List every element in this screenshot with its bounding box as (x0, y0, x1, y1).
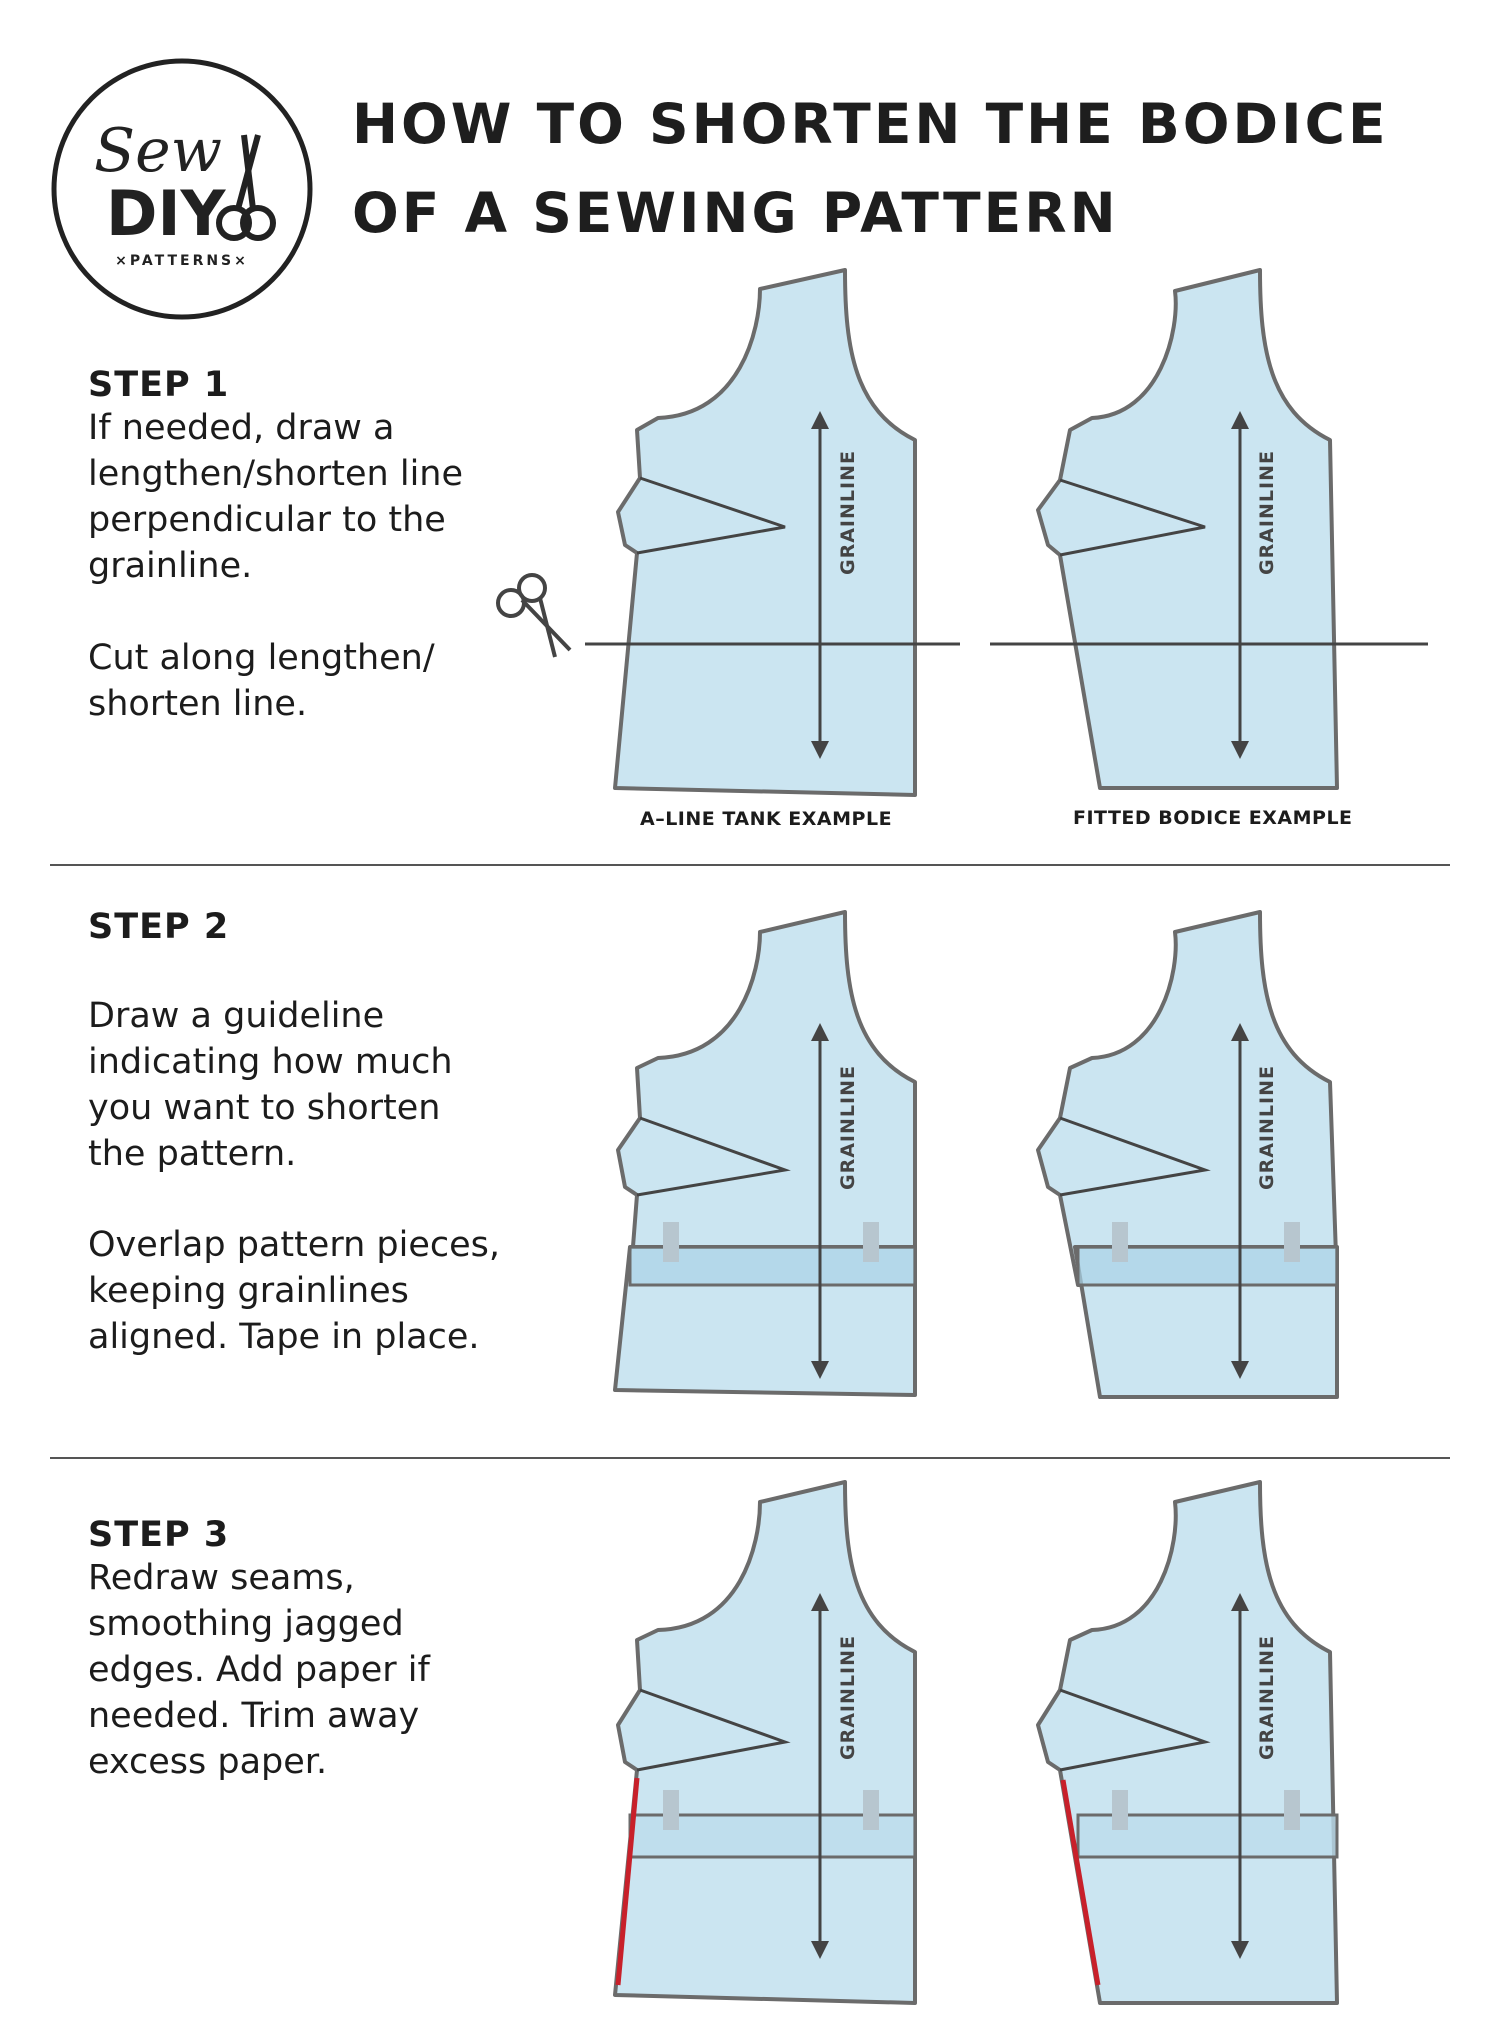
caption-fitted-bodice: FITTED BODICE EXAMPLE (1073, 807, 1353, 829)
section-divider (50, 864, 1450, 866)
fitted-pattern-step-1: GRAINLINE (990, 268, 1428, 790)
step-1-text: If needed, draw a lengthen/shorten line … (88, 408, 464, 586)
sew-diy-logo: Sew DIY ×PATTERNS× (51, 58, 313, 320)
logo-sub-text: ×PATTERNS× (115, 253, 249, 269)
fitted-pattern-step-3: GRAINLINE (1036, 1480, 1339, 2005)
logo-script-text: Sew (94, 116, 222, 186)
grainline-label: GRAINLINE (1256, 1635, 1278, 1760)
logo-main-text: DIY (106, 177, 227, 250)
section-divider (50, 1457, 1450, 1459)
aline-pattern-step-2: GRAINLINE (613, 910, 917, 1397)
step-3-text: Redraw seams, smoothing jagged edges. Ad… (88, 1558, 430, 1782)
grainline-label: GRAINLINE (837, 1635, 859, 1760)
scissors-icon (216, 134, 276, 241)
page-title-line-1: HOW TO SHORTEN THE BODICE (352, 92, 1389, 156)
step-1-text-2: Cut along lengthen/ shorten line. (88, 638, 435, 724)
aline-pattern-step-3: GRAINLINE (613, 1480, 917, 2005)
step-2-heading: STEP 2 (88, 907, 230, 947)
step-1-heading: STEP 1 (88, 365, 230, 405)
page-title-line-2: OF A SEWING PATTERN (352, 181, 1119, 245)
grainline-label: GRAINLINE (1256, 1065, 1278, 1190)
aline-pattern-step-1: GRAINLINE (585, 268, 960, 797)
step-2-text: Draw a guideline indicating how much you… (88, 996, 453, 1174)
fitted-pattern-step-2: GRAINLINE (1036, 910, 1339, 1399)
grainline-label: GRAINLINE (837, 450, 859, 575)
scissors-icon (496, 573, 572, 658)
step-2-text-2: Overlap pattern pieces, keeping grainlin… (88, 1225, 501, 1357)
grainline-label: GRAINLINE (1256, 450, 1278, 575)
step-3-heading: STEP 3 (88, 1515, 230, 1555)
caption-aline-tank: A–LINE TANK EXAMPLE (640, 808, 893, 830)
grainline-label: GRAINLINE (837, 1065, 859, 1190)
